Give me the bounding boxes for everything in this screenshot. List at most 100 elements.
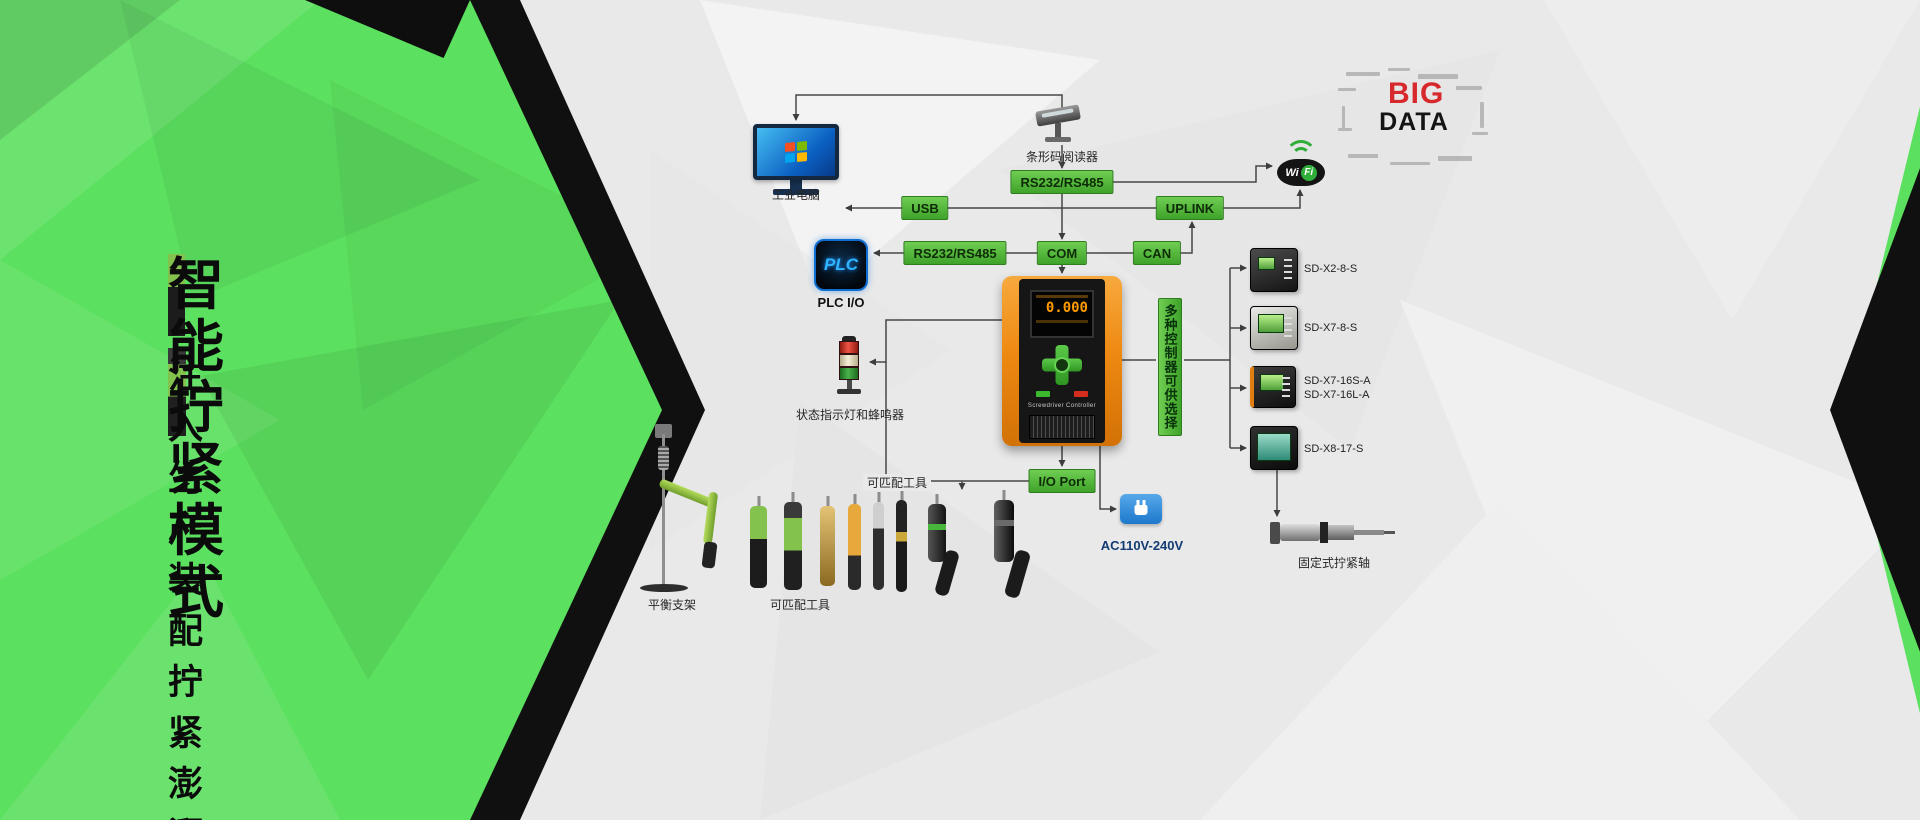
controller-model-sd-x2 <box>1250 248 1298 292</box>
pc-screen <box>753 124 839 180</box>
scanner-neck <box>1055 123 1061 137</box>
tool-bit <box>757 496 760 506</box>
line-can-to-uplink <box>1179 221 1196 254</box>
controller-connector <box>1029 415 1095 439</box>
word-cloud-texture <box>1438 156 1472 161</box>
spindle-motor <box>1280 524 1320 541</box>
stand-pulley <box>655 424 672 438</box>
word-cloud-texture <box>1480 102 1484 128</box>
fixed-tightening-spindle <box>1270 520 1400 546</box>
can-box: CAN <box>1132 241 1182 265</box>
stand-pole <box>662 434 665 586</box>
electric-screwdriver <box>848 494 861 590</box>
line-barcode-to-monitor <box>792 94 1063 121</box>
usb-box: USB <box>901 196 949 220</box>
line-uplink-to-wifi <box>1222 189 1304 209</box>
industrial-pc <box>753 124 839 195</box>
tower-green-light <box>839 367 859 380</box>
com-box: COM <box>1036 241 1088 265</box>
mini-screen <box>1258 314 1284 333</box>
word-cloud-texture <box>1390 162 1430 165</box>
model-label-2: SD-X7-8-S <box>1304 322 1358 334</box>
power-label: AC110V-240V <box>1100 538 1184 553</box>
status-light-label: 状态指示灯和蜂鸣器 <box>795 408 905 422</box>
rs232-rs485-top-box: RS232/RS485 <box>1010 170 1114 194</box>
model-label-4: SD-X8-17-S <box>1304 443 1364 455</box>
screwdriver-controller: 0.000 Screwdriver Controller <box>1002 276 1122 446</box>
balance-stand-label: 平衡支架 <box>647 598 697 612</box>
word-cloud-texture <box>1388 68 1410 71</box>
barcode-reader <box>1034 103 1082 145</box>
tool-bit <box>791 492 795 502</box>
controller-brand-text: Screwdriver Controller <box>1027 403 1097 409</box>
model-label-3: SD-X7-16S-A SD-X7-16L-A <box>1304 374 1371 403</box>
electric-screwdriver <box>750 496 767 588</box>
pistol-grip-driver <box>986 490 1040 600</box>
mini-screen <box>1258 257 1275 270</box>
uplink-box: UPLINK <box>1155 196 1225 220</box>
tool-bit <box>877 492 880 502</box>
tool-bit <box>900 490 903 500</box>
screen-texture <box>1036 295 1088 298</box>
balance-stand <box>628 424 740 604</box>
controller-screen: 0.000 <box>1030 290 1094 338</box>
spindle-shaft <box>1354 530 1384 535</box>
plug-prong <box>1136 500 1140 506</box>
tool-bit <box>826 496 829 506</box>
word-cloud-texture <box>1338 88 1356 91</box>
controller-dpad <box>1042 345 1082 385</box>
model-label-3b: SD-X7-16L-A <box>1304 389 1370 402</box>
mini-buttons <box>1284 259 1292 279</box>
windows-logo-icon <box>785 141 807 163</box>
plug-prong <box>1142 500 1146 506</box>
electric-screwdriver <box>784 492 802 590</box>
green-button <box>1036 391 1050 397</box>
plc-icon: PLC <box>814 239 868 291</box>
line-controller-to-power <box>1099 446 1117 513</box>
big-text: BIG <box>1388 77 1445 110</box>
word-cloud-texture <box>1348 154 1378 158</box>
word-cloud-texture <box>1472 132 1488 135</box>
spindle-bracket <box>1270 522 1280 544</box>
wifi-wi-text: Wi <box>1285 166 1299 179</box>
controller-body: 0.000 Screwdriver Controller <box>1019 279 1105 443</box>
wifi-signal-icon <box>1291 147 1311 166</box>
spindle-tip <box>1384 531 1395 534</box>
stand-base <box>640 584 688 592</box>
scanner-base <box>1045 137 1071 142</box>
pc-base <box>773 189 819 195</box>
electric-screwdriver <box>896 490 907 592</box>
controller-screen-value: 0.000 <box>1045 300 1088 316</box>
mini-buttons <box>1284 317 1292 337</box>
big-data-cloud: BIG DATA <box>1338 66 1490 174</box>
screen-texture <box>1036 320 1088 324</box>
tool-barrel <box>994 490 1014 562</box>
tool-bit <box>1002 490 1006 500</box>
mini-buttons <box>1282 377 1290 397</box>
page-subtitle: 注入生产装配拧紧澎湃生命力 <box>168 348 203 820</box>
tower-cap <box>842 336 856 341</box>
controller-buttons <box>1036 391 1088 397</box>
word-cloud-texture <box>1418 74 1458 79</box>
tools-bottom-label: 可匹配工具 <box>769 598 831 612</box>
word-cloud-texture <box>1338 128 1352 131</box>
spindle-ring <box>1320 522 1328 543</box>
stand-spring <box>658 446 669 470</box>
model-label-1: SD-X2-8-S <box>1304 263 1358 275</box>
controller-model-sd-x7-8 <box>1250 306 1298 350</box>
power-adapter <box>1120 494 1162 524</box>
electric-screwdriver <box>820 496 835 586</box>
wifi-node: Wi Fi <box>1277 140 1325 186</box>
plc-icon-text: PLC <box>824 255 858 274</box>
tool-bit <box>935 494 939 504</box>
tools-top-label: 可匹配工具 <box>862 474 932 491</box>
controller-model-sd-x8 <box>1250 426 1298 470</box>
word-cloud-texture <box>1456 86 1482 90</box>
tool-bit <box>853 494 856 504</box>
controller-model-sd-x7-16 <box>1250 366 1296 408</box>
big-data-text: BIG DATA <box>1354 77 1474 135</box>
tower-amber-light <box>839 354 859 367</box>
model-label-3a: SD-X7-16S-A <box>1304 375 1371 387</box>
